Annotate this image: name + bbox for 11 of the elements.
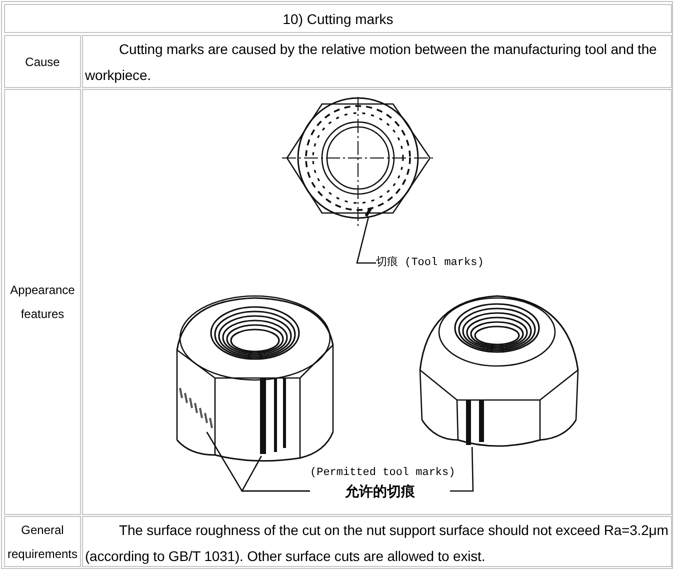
leader-line bbox=[450, 446, 474, 492]
text-cell: Cutting marks are caused by the relative motion between the manufacturing tool and the workpiece. bbox=[82, 35, 672, 88]
leader-line bbox=[240, 456, 310, 492]
row-header-cell: Appearance features bbox=[4, 89, 81, 515]
tool-mark bbox=[363, 207, 374, 217]
row-header-cell: Cause bbox=[4, 35, 81, 88]
header-cell: 10) Cutting marks bbox=[4, 4, 672, 33]
text-cell: The surface roughness of the cut on the nut support surface should not exceed Ra=3.2μm (according to GB/T 1031). Other surface cuts are allowed to exist. bbox=[82, 516, 672, 567]
row-header-cell: General requirements bbox=[4, 516, 81, 567]
leader-line bbox=[356, 216, 376, 264]
callout-label: 切痕 (Tool marks) bbox=[376, 254, 486, 272]
